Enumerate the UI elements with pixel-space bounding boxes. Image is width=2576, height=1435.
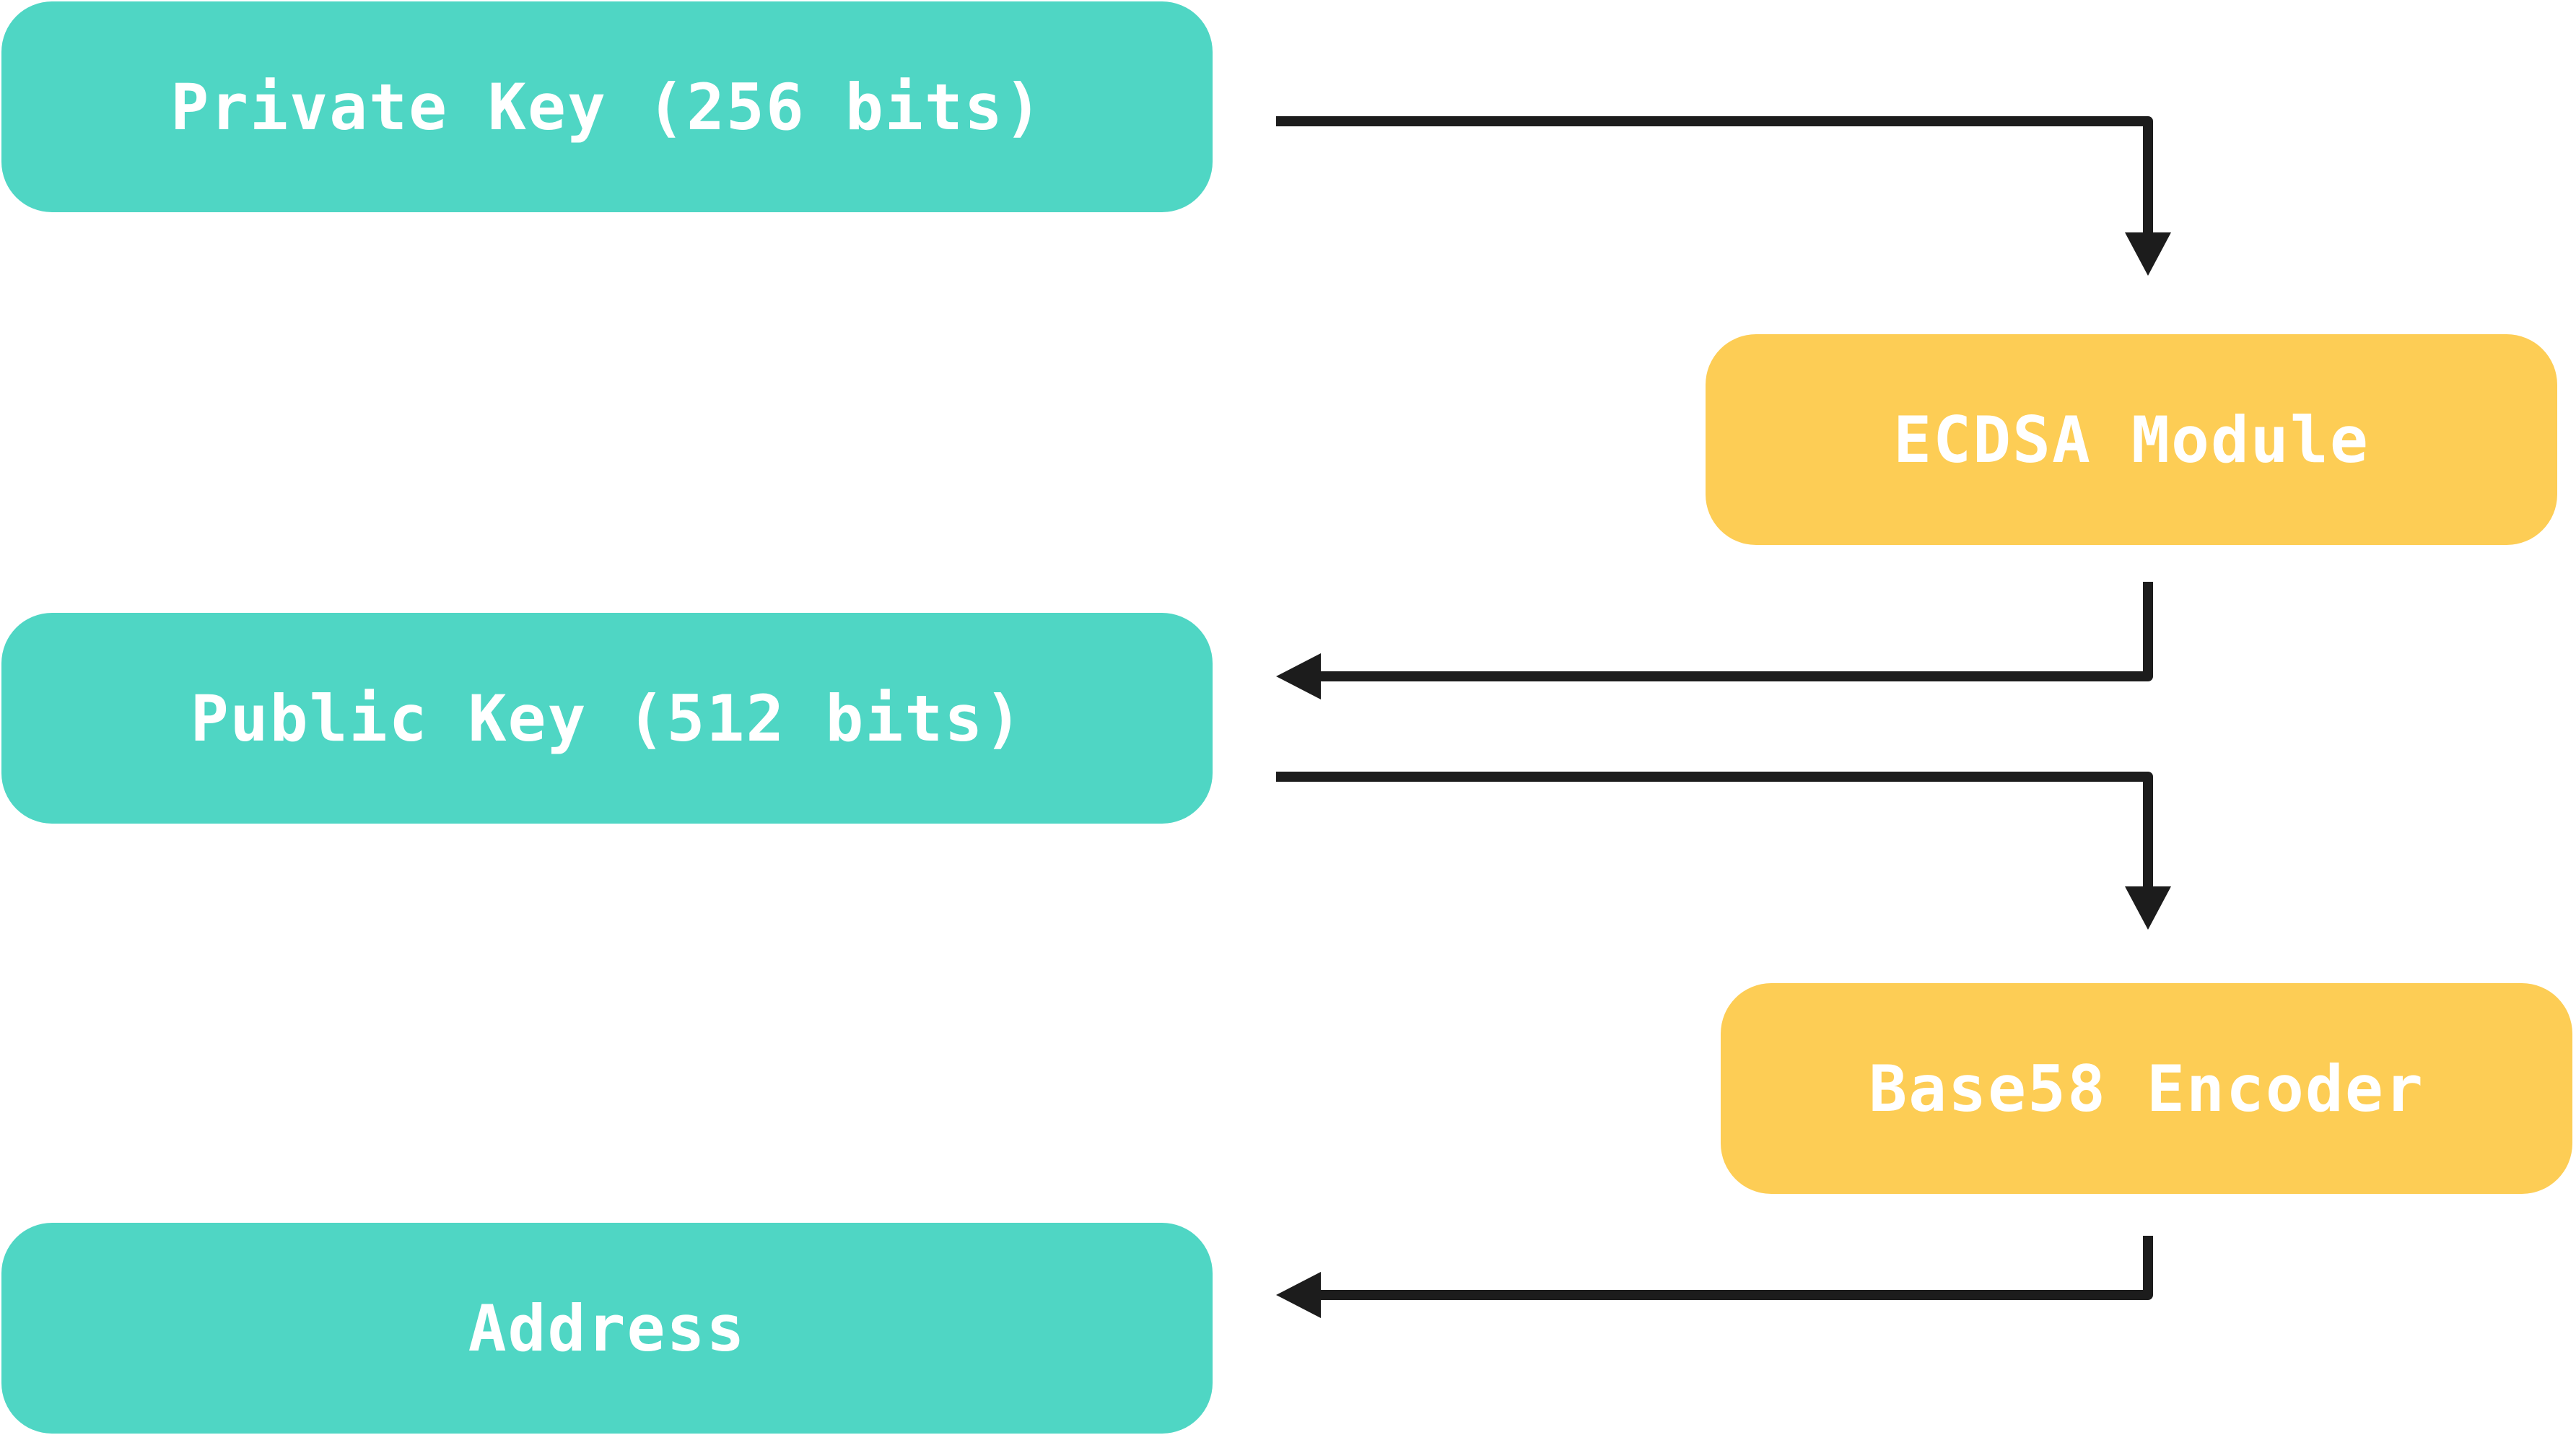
node-private-key: Private Key (256 bits)	[1, 1, 1213, 212]
arrowhead-left-icon	[1276, 653, 1321, 699]
edge-public-to-base58	[1276, 772, 2153, 886]
node-base58-encoder: Base58 Encoder	[1721, 983, 2572, 1194]
arrowhead-down-icon	[2125, 232, 2171, 276]
node-address: Address	[1, 1223, 1213, 1434]
edge-base58-to-address	[1321, 1236, 2153, 1300]
edge-private-to-ecdsa	[1276, 116, 2153, 232]
arrowhead-left-icon	[1276, 1272, 1321, 1318]
node-public-key: Public Key (512 bits)	[1, 613, 1213, 824]
edge-ecdsa-to-public	[1321, 582, 2153, 681]
node-ecdsa-module: ECDSA Module	[1706, 334, 2557, 545]
arrowhead-down-icon	[2125, 886, 2171, 930]
